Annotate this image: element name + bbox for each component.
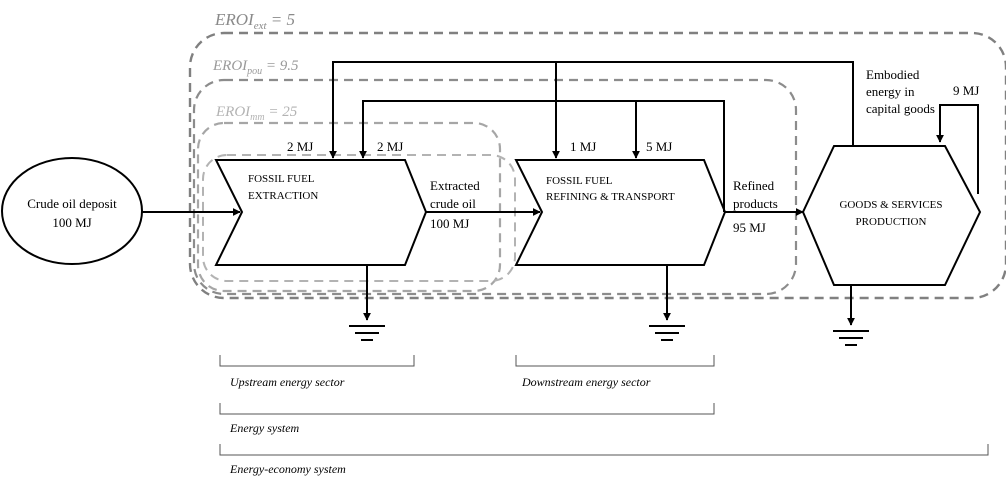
refining-input-b-label: 5 MJ (646, 139, 672, 154)
eroi-mm-label: EROImm = 25 (215, 104, 298, 123)
bracket-energy-system-label: Energy system (229, 421, 300, 435)
extracted-line2: crude oil (430, 196, 476, 211)
refining-loss-ground (649, 265, 685, 341)
boundary-pou (192, 78, 798, 296)
self-loop-label: 9 MJ (953, 83, 979, 98)
embodied-line2: energy in (866, 84, 915, 99)
extraction-input-b-label: 2 MJ (377, 139, 403, 154)
crude-deposit-line2: 100 MJ (52, 215, 91, 230)
boundary-ext (188, 31, 1006, 300)
extraction-loss-ground (349, 265, 385, 341)
extraction-line1: FOSSIL FUEL (248, 173, 315, 185)
bracket-upstream-label: Upstream energy sector (230, 375, 345, 389)
goods-self-loop (936, 104, 979, 194)
crude-deposit-line1: Crude oil deposit (27, 196, 117, 211)
refined-line1: Refined (733, 178, 775, 193)
goods-line2: PRODUCTION (856, 216, 927, 228)
extraction-line2: EXTRACTION (248, 190, 318, 202)
extraction-node (214, 159, 428, 266)
feedback-middle-loop (359, 100, 725, 212)
goods-line1: GOODS & SERVICES (839, 199, 942, 211)
boundary-extraction (202, 154, 516, 282)
extraction-input-a-label: 2 MJ (287, 139, 313, 154)
boundary-mm (196, 121, 502, 293)
extracted-line3: 100 MJ (430, 216, 469, 231)
embodied-line1: Embodied (866, 67, 920, 82)
refining-line2: REFINING & TRANSPORT (546, 191, 675, 203)
bracket-energy-economy (219, 444, 989, 456)
embodied-line3: capital goods (866, 101, 935, 116)
eroi-ext-label: EROIext = 5 (214, 10, 295, 32)
bracket-downstream (515, 355, 715, 367)
refined-line2: products (733, 196, 778, 211)
refining-line1: FOSSIL FUEL (546, 175, 613, 187)
refined-line3: 95 MJ (733, 220, 766, 235)
bracket-energy-economy-label: Energy-economy system (229, 462, 346, 476)
refining-node (514, 159, 727, 266)
eroi-pou-label: EROIpou = 9.5 (212, 58, 299, 77)
extracted-line1: Extracted (430, 178, 480, 193)
refining-input-a-label: 1 MJ (570, 139, 596, 154)
bracket-energy-system (219, 403, 715, 415)
feedback-outer-loop (329, 61, 854, 159)
goods-loss-ground (833, 285, 869, 346)
crude-oil-deposit-node (1, 157, 143, 265)
bracket-downstream-label: Downstream energy sector (521, 375, 651, 389)
bracket-upstream (219, 355, 415, 367)
